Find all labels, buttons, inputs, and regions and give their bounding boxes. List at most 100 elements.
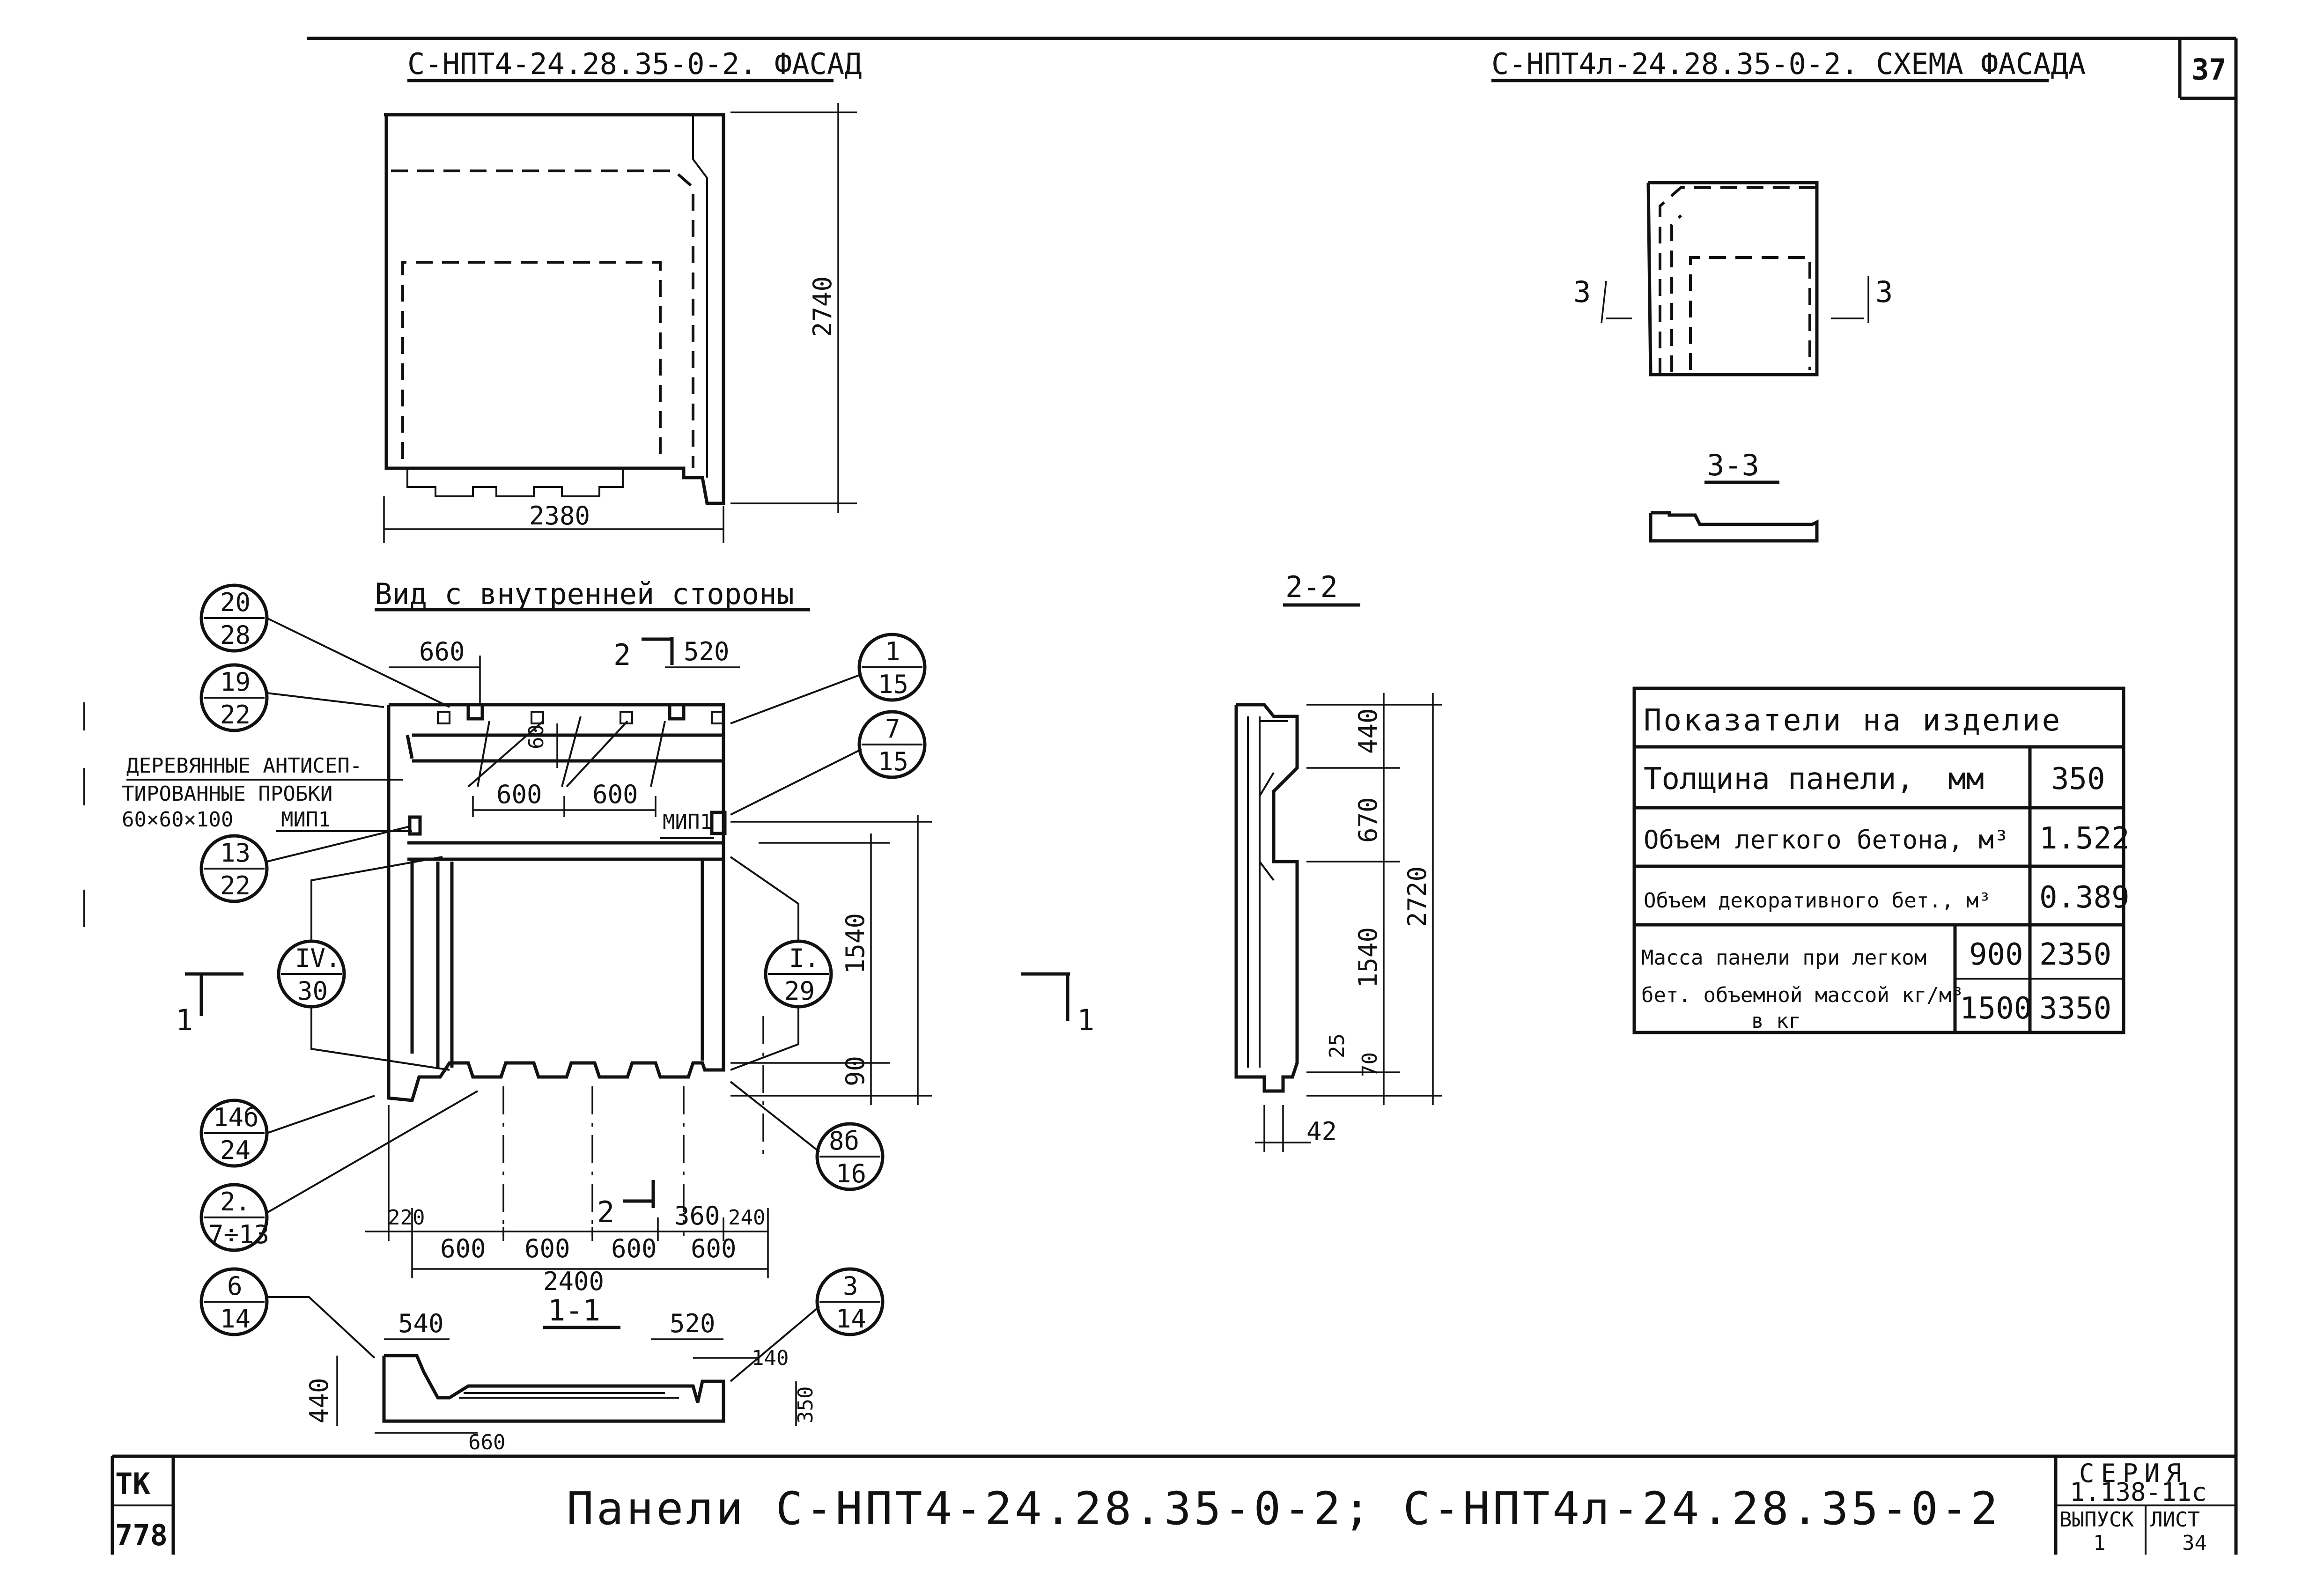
sec-dim-440: 440 [1353,708,1383,754]
s11-dim-440: 440 [304,1378,334,1423]
inner-dim-520: 520 [684,637,730,666]
callout-20-28: 20 28 [199,583,450,708]
section-mark-1-right: 1 [1077,1003,1094,1037]
s11-dim-350: 350 [794,1386,818,1423]
callout-3-14-top: 3 [843,1271,858,1301]
s11-dim-540: 540 [398,1309,444,1338]
sheet-label: ЛИСТ [2150,1508,2200,1532]
series-value: 1.138-11с [2070,1477,2207,1507]
callout-1-15: 1 15 [730,633,927,724]
indicators-table: Показатели на изделие Толщина панели, мм… [1632,686,2130,1034]
callout-8b-16: 8б 16 [730,1081,885,1191]
plugs-note-line3: 60×60×100 [122,808,233,832]
callout-3-14-bottom: 14 [836,1304,866,1334]
section-mark-3-left: 3 [1573,275,1591,309]
inner-view: 2 2 1 1 660 520 600 600 60 1540 90 [176,637,1094,1296]
scheme-facade-view: 3 3 [1573,181,1893,376]
section-2-2-view: 440 670 1540 2720 25 70 42 [1234,693,1442,1152]
callout-13-22-top: 13 [220,838,251,868]
scheme-title: С-НПТ4л-24.28.35-0-2. СХЕМА ФАСАДА [1491,47,2086,81]
s11-dim-660: 660 [468,1431,505,1454]
stamp-top: ТК [115,1467,150,1501]
callout-20-28-bottom: 28 [220,620,251,650]
callout-20-28-top: 20 [220,588,251,617]
table-row-decorative-label: Объем декоративного бет., м³ [1644,889,1991,913]
table-row-thickness-unit: мм [1948,762,1984,796]
sec-dim-25: 25 [1325,1033,1349,1058]
sheet-frame [83,37,2238,1555]
section-3-3-view [1649,511,1819,543]
callout-8b-16-top: 8б [829,1126,859,1156]
sheet-title: Панели С-НПТ4-24.28.35-0-2; С-НПТ4л-24.2… [567,1482,2000,1535]
callout-19-22: 19 22 [199,663,384,732]
page-number: 37 [2191,52,2227,87]
callout-i-29: I. 29 [730,856,833,1071]
inner-dim-90: 90 [841,1056,870,1086]
table-row-thickness-label: Толщина панели, [1644,762,1914,796]
callout-i-29-top: I. [789,944,819,973]
bottom-dim-600d: 600 [691,1234,737,1263]
sec-dim-1540: 1540 [1353,927,1383,988]
stamp-bottom: 778 [115,1518,168,1552]
callout-6-14-top: 6 [227,1271,243,1301]
callout-7-15: 7 15 [730,710,927,816]
callout-2-7-13-top: 2. [220,1187,251,1217]
bottom-dim-360: 360 [674,1201,720,1231]
callout-7-15-bottom: 15 [878,747,908,776]
bottom-dim-240: 240 [728,1206,765,1230]
callout-13-22: 13 22 [199,826,410,903]
inner-dim-600b: 600 [592,780,638,809]
sec-dim-42: 42 [1306,1117,1337,1146]
facade-width-dim: 2380 [529,501,590,531]
bottom-dim-600c: 600 [611,1234,657,1263]
callout-8b-16-bottom: 16 [836,1159,866,1188]
callout-iv-30-top: IV. [295,944,341,973]
callout-7-15-top: 7 [885,714,900,744]
section-mark-2-bottom: 2 [597,1195,614,1229]
table-mass-label-2: бет. объемной массой кг/м³ [1641,983,1964,1007]
callout-6-14-bottom: 14 [220,1304,251,1334]
callout-19-22-bottom: 22 [220,700,251,730]
mip-right-label: МИП1 [663,810,712,834]
section-mark-2-top: 2 [613,638,631,672]
section-1-1-title: 1-1 [548,1293,600,1327]
section-1-1-view: 540 520 140 440 350 660 [304,1309,818,1454]
issue-value: 1 [2093,1531,2106,1555]
table-mass-value-1500: 3350 [2039,991,2111,1026]
callout-14b-24: 14б 24 [199,1095,375,1168]
facade-title: С-НПТ4-24.28.35-0-2. ФАСАД [407,47,862,81]
callout-1-15-top: 1 [885,637,900,666]
plugs-note-line2: ТИРОВАННЫЕ ПРОБКИ [122,782,332,806]
bottom-dim-600a: 600 [440,1234,486,1263]
facade-height-dim: 2740 [808,276,837,337]
sec-dim-70: 70 [1358,1052,1382,1077]
inner-dim-660: 660 [419,637,465,666]
facade-view: 2380 2740 [383,103,857,543]
table-mass-density-900: 900 [1969,937,2023,972]
section-3-3-title: 3-3 [1707,448,1759,482]
sheet-value: 34 [2182,1531,2207,1555]
table-row-thickness-value: 350 [2051,762,2105,796]
bottom-dim-2400: 2400 [543,1267,604,1296]
bottom-dim-600b: 600 [524,1234,570,1263]
table-row-light-concrete-label: Объем легкого бетона, м³ [1644,825,2009,855]
callout-13-22-bottom: 22 [220,871,251,900]
inner-view-title: Вид с внутренней стороны [375,577,794,611]
section-mark-1-left: 1 [176,1003,193,1037]
callout-14b-24-top: 14б [213,1103,259,1132]
s11-dim-520: 520 [670,1309,716,1338]
table-row-decorative-value: 0.389 [2039,880,2130,915]
callout-2-7-13: 2. 7÷13 [199,1090,479,1252]
callout-3-14: 3 14 [730,1267,885,1382]
callout-i-29-bottom: 29 [784,976,815,1006]
callout-iv-30: IV. 30 [277,856,450,1071]
callout-19-22-top: 19 [220,667,251,697]
inner-dim-1540: 1540 [841,913,870,974]
table-mass-label-3: в кг [1751,1009,1801,1033]
section-mark-3-right: 3 [1875,275,1893,309]
bottom-dim-220: 220 [388,1206,425,1230]
table-mass-value-900: 2350 [2039,937,2111,972]
inner-dim-600a: 600 [496,780,542,809]
table-mass-label-1: Масса панели при легком [1641,946,1926,970]
